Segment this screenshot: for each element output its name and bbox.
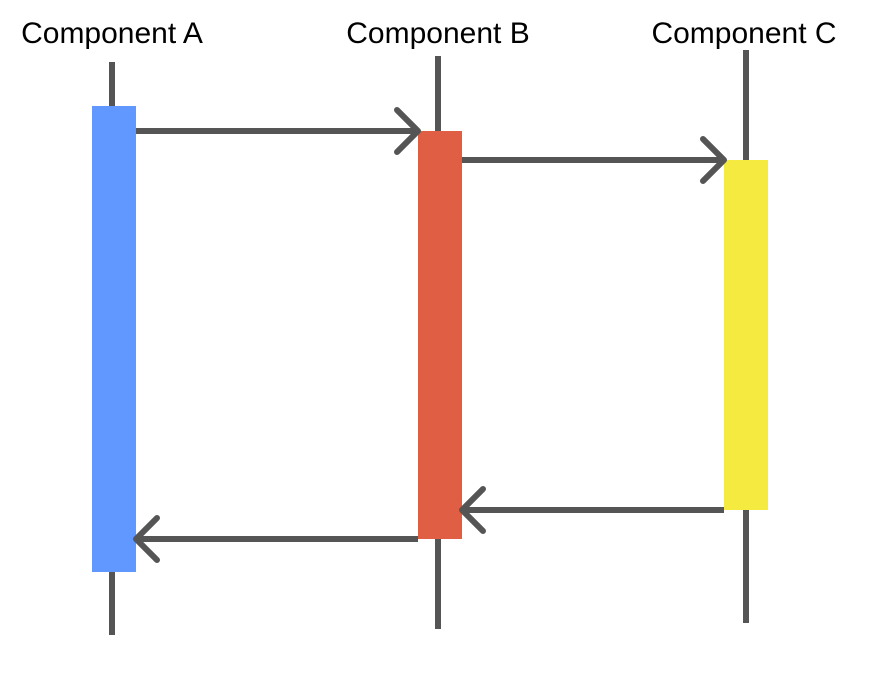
arrowhead-left-icon (133, 515, 160, 563)
component-c-activation (724, 160, 768, 510)
component-a-label: Component A (21, 17, 203, 50)
component-a-activation (92, 106, 136, 572)
message-b-to-c (462, 136, 727, 184)
component-b-label: Component B (346, 17, 529, 50)
message-b-to-a (133, 515, 418, 563)
component-b-activation (418, 131, 462, 539)
component-c-label: Component C (651, 17, 836, 50)
arrowhead-right-icon (394, 107, 421, 155)
message-c-to-b (459, 486, 724, 534)
arrowhead-left-icon (459, 486, 486, 534)
arrowhead-right-icon (700, 136, 727, 184)
message-a-to-b (136, 107, 421, 155)
